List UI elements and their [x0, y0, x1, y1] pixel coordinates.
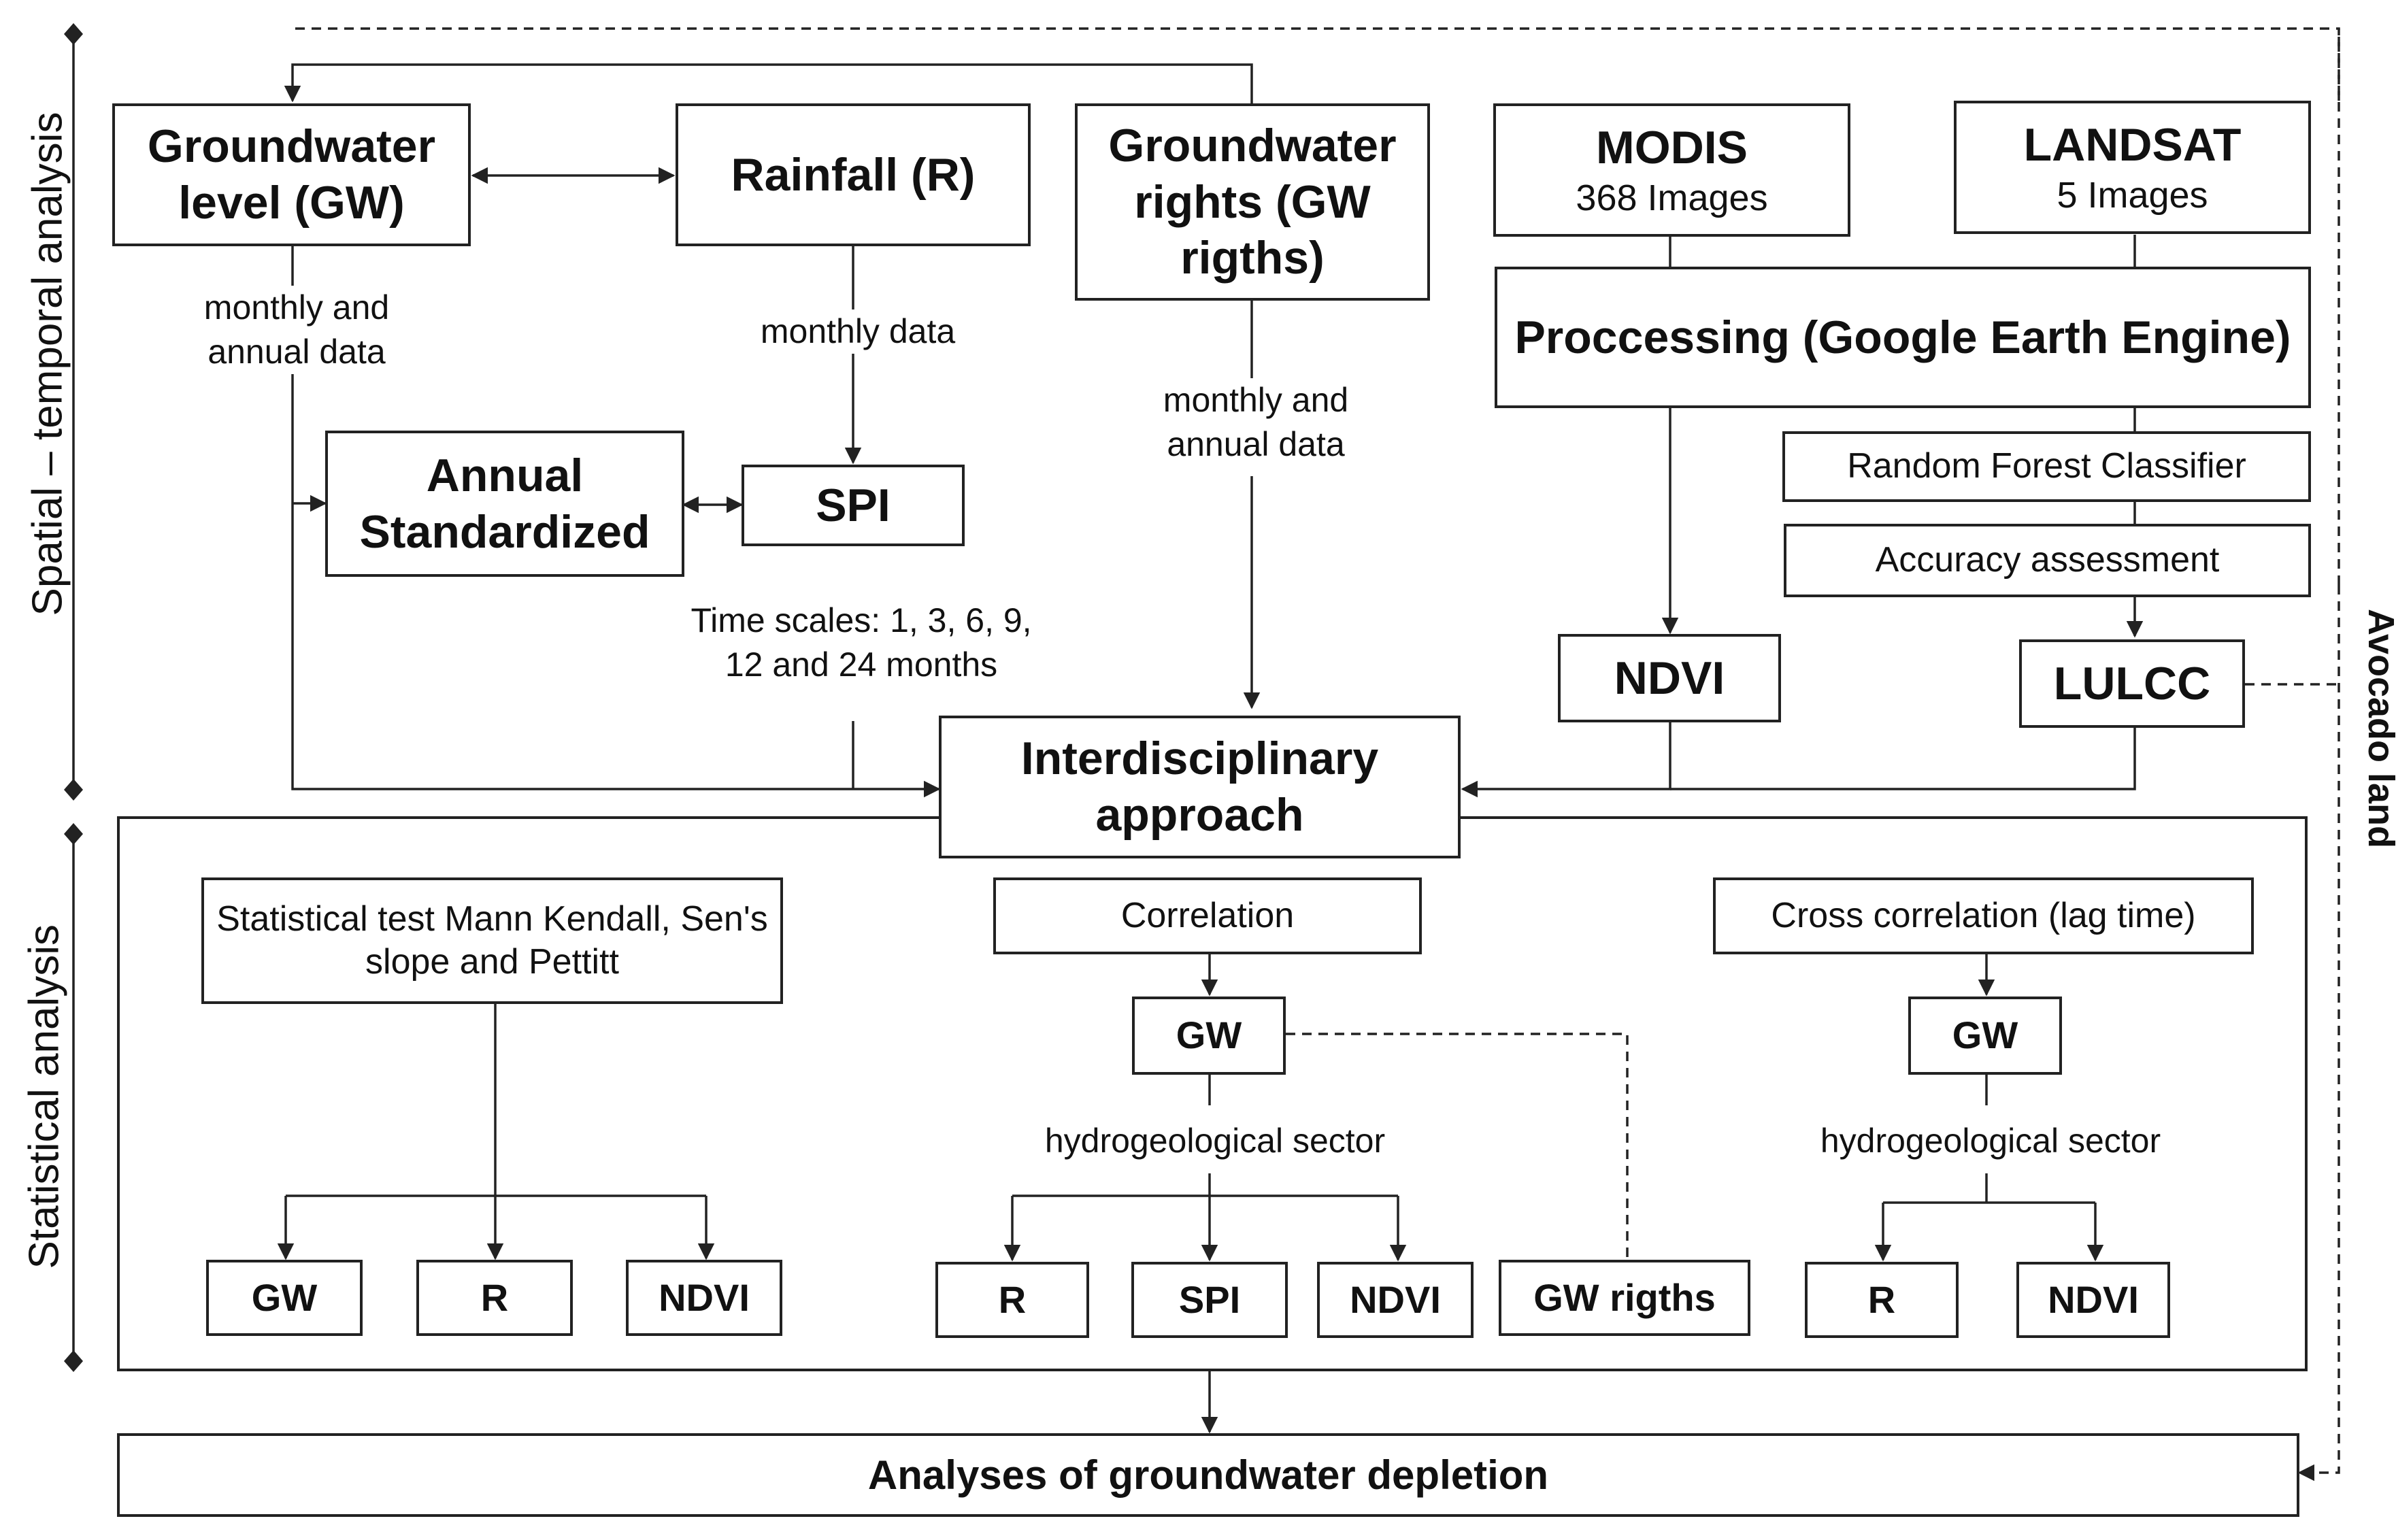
correlation-gw-node: GW: [1132, 997, 1286, 1075]
mann-kendall-node: Statistical test Mann Kendall, Sen's slo…: [201, 877, 783, 1004]
spi-text: SPI: [816, 479, 891, 531]
corr-r-node: R: [935, 1262, 1089, 1338]
interdisciplinary-node: Interdisciplinary approach: [939, 716, 1461, 858]
accuracy-text: Accuracy assessment: [1875, 540, 2220, 580]
mk-ndvi-text: NDVI: [659, 1275, 750, 1319]
cross-correlation-text: Cross correlation (lag time): [1771, 895, 2196, 935]
groundwater-rights-node: Groundwater rights (GW rigths): [1075, 103, 1430, 301]
random-forest-text: Random Forest Classifier: [1847, 446, 2246, 486]
correlation-text: Correlation: [1120, 895, 1295, 935]
mk-r-text: R: [480, 1275, 509, 1319]
cross-r-text: R: [1867, 1277, 1896, 1321]
rights-data-label: monthly and annual data: [1129, 378, 1382, 467]
mann-kendall-text: Statistical test Mann Kendall, Sen's slo…: [216, 899, 768, 982]
corr-spi-node: SPI: [1131, 1262, 1288, 1338]
final-analyses-node: Analyses of groundwater depletion: [117, 1433, 2299, 1517]
corr-spi-text: SPI: [1178, 1277, 1241, 1321]
statistical-analysis-label: Statistical analysis: [20, 924, 68, 1269]
processing-node: Proccessing (Google Earth Engine): [1495, 267, 2311, 408]
corr-ndvi-text: NDVI: [1350, 1277, 1441, 1321]
gw-data-label: monthly and annual data: [170, 286, 423, 374]
groundwater-level-node: Groundwater level (GW): [112, 103, 471, 246]
landsat-node: LANDSAT 5 Images: [1954, 101, 2311, 234]
lulcc-node: LULCC: [2019, 639, 2245, 728]
cross-ndvi-node: NDVI: [2016, 1262, 2170, 1338]
mk-r-node: R: [416, 1260, 573, 1336]
avocado-land-label: Avocado land: [2361, 608, 2396, 849]
mk-gw-text: GW: [251, 1275, 318, 1319]
landsat-images: 5 Images: [2057, 174, 2208, 216]
time-scales-label: Time scales: 1, 3, 6, 9, 12 and 24 month…: [667, 599, 1056, 687]
annual-standardized-node: Annual Standardized: [325, 431, 684, 577]
mk-gw-node: GW: [206, 1260, 363, 1336]
lulcc-text: LULCC: [2053, 657, 2211, 709]
landsat-title: LANDSAT: [2023, 118, 2242, 171]
rights-to-gw-arrow: [284, 63, 1253, 105]
ndvi-node: NDVI: [1558, 634, 1781, 722]
rainfall-node: Rainfall (R): [676, 103, 1031, 246]
groundwater-rights-text: Groundwater rights (GW rigths): [1108, 119, 1397, 284]
correlation-gw-text: GW: [1176, 1014, 1242, 1057]
cross-correlation-node: Cross correlation (lag time): [1713, 877, 2254, 954]
interdisciplinary-text: Interdisciplinary approach: [1020, 733, 1379, 841]
ndvi-text: NDVI: [1614, 652, 1725, 704]
rainfall-text: Rainfall (R): [731, 148, 976, 201]
bracket-diamond: [64, 23, 83, 45]
spi-node: SPI: [742, 465, 965, 546]
random-forest-node: Random Forest Classifier: [1782, 431, 2311, 502]
rainfall-data-label: monthly data: [714, 309, 1001, 354]
cross-gw-text: GW: [1952, 1014, 2018, 1057]
gw-rights-node: GW rigths: [1499, 1260, 1750, 1336]
cross-ndvi-text: NDVI: [2048, 1277, 2139, 1321]
mk-ndvi-node: NDVI: [626, 1260, 782, 1336]
accuracy-assessment-node: Accuracy assessment: [1784, 524, 2311, 597]
hydro-sector-label-1: hydrogeological sector: [993, 1119, 1437, 1163]
modis-images: 368 Images: [1576, 177, 1768, 218]
modis-node: MODIS 368 Images: [1493, 103, 1850, 237]
cross-r-node: R: [1805, 1262, 1959, 1338]
spatial-temporal-label: Spatial – temporal analysis: [24, 112, 71, 616]
final-analyses-text: Analyses of groundwater depletion: [867, 1452, 1549, 1498]
modis-title: MODIS: [1596, 121, 1748, 173]
corr-ndvi-node: NDVI: [1317, 1262, 1474, 1338]
hydro-sector-label-2: hydrogeological sector: [1776, 1119, 2206, 1163]
processing-text: Proccessing (Google Earth Engine): [1514, 311, 2291, 363]
groundwater-level-text: Groundwater level (GW): [147, 120, 436, 229]
corr-r-text: R: [998, 1277, 1027, 1321]
correlation-node: Correlation: [993, 877, 1422, 954]
annual-standardized-text: Annual Standardized: [359, 449, 650, 558]
gw-rights-text: GW rigths: [1533, 1275, 1716, 1319]
cross-gw-node: GW: [1908, 997, 2062, 1075]
dashed-to-final: [2297, 585, 2340, 1482]
